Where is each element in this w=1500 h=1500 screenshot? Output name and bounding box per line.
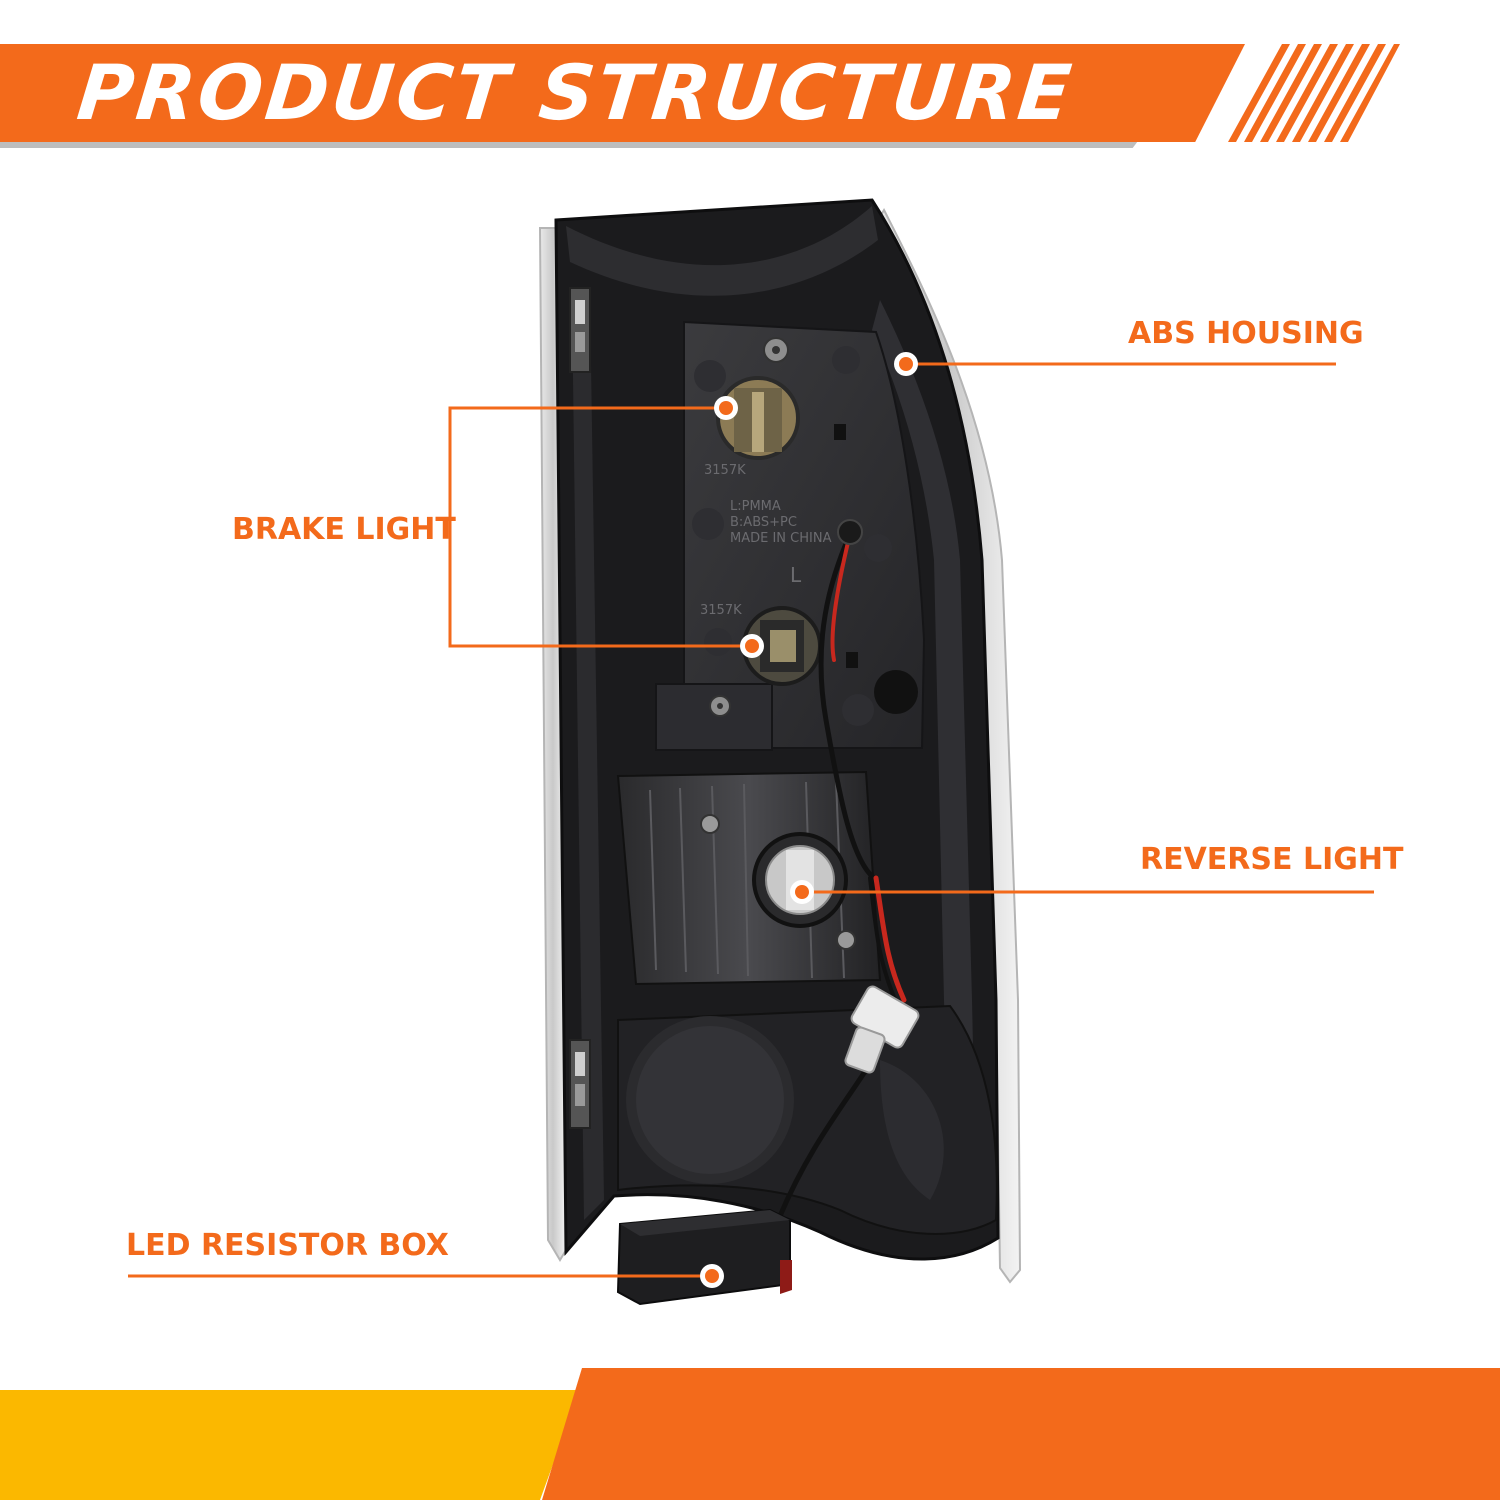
mounting-clip-top: [569, 287, 591, 373]
footer-band: [0, 1368, 1500, 1500]
label-reverse-light: REVERSE LIGHT: [1140, 842, 1404, 877]
wiring-harness: [777, 519, 907, 1219]
marking-bulb-upper: 3157K: [704, 463, 746, 478]
label-led-resistor-box: LED RESISTOR BOX: [126, 1228, 449, 1263]
header-banner: [0, 44, 1245, 142]
header-stripes-decoration: [1228, 44, 1400, 142]
callout-dot-brake-lower: [740, 634, 764, 658]
brake-light-socket-lower: [742, 606, 822, 686]
marking-bulb-lower: 3157K: [700, 603, 742, 618]
lower-compartment: [617, 1004, 998, 1235]
reverse-light-socket: [752, 832, 848, 928]
label-brake-light: BRAKE LIGHT: [232, 512, 456, 547]
footer-yellow-band: [0, 1390, 580, 1500]
mounting-clip-bottom: [569, 1039, 591, 1129]
reverse-light-compartment: [616, 770, 882, 986]
footer-orange-band: [542, 1368, 1500, 1500]
brake-light-socket-upper: [716, 376, 800, 460]
marking-material-line1: L:PMMA: [730, 499, 781, 514]
marking-side: L: [790, 563, 802, 587]
marking-origin: MADE IN CHINA: [730, 531, 832, 546]
label-abs-housing: ABS HOUSING: [1128, 316, 1364, 351]
callout-leaders: [128, 362, 1374, 1278]
marking-material-line2: B:ABS+PC: [730, 515, 797, 530]
callout-dot-brake-upper: [714, 396, 738, 420]
led-resistor-box: [616, 1208, 792, 1306]
callout-dot-resistor-box: [700, 1264, 724, 1288]
wire-connector: [844, 985, 920, 1074]
callout-dot-reverse-light: [790, 880, 814, 904]
callout-dot-abs-housing: [894, 352, 918, 376]
